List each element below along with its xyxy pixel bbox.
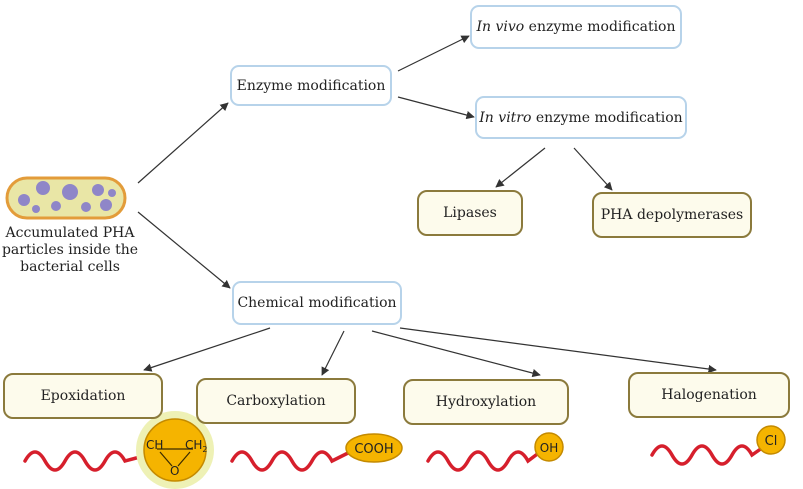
arrow-source-to-chemical (137, 211, 231, 289)
epoxide-ch2-text: CH2 (185, 438, 208, 454)
pha-depolymerases-node: PHA depolymerases (592, 192, 752, 238)
arrow-chemical-to-halogenation (399, 327, 717, 374)
epoxidation-node: Epoxidation (3, 373, 163, 419)
carboxyl-group-icon: COOH (345, 433, 403, 463)
hydroxylation-node: Hydroxylation (403, 379, 569, 425)
source-caption: Accumulated PHA particles inside the bac… (1, 225, 139, 275)
enzyme-modification-node: Enzyme modification (230, 65, 392, 106)
epoxide-ch-text: CH (146, 438, 163, 452)
chemical-modification-node: Chemical modification (232, 281, 402, 325)
polymer-chain-carboxylation (230, 450, 352, 472)
hydroxyl-group-icon: OH (534, 432, 564, 462)
epoxide-group-icon: CH CH2 O (136, 411, 214, 489)
carboxylation-node: Carboxylation (196, 378, 356, 424)
epoxide-o-text: O (170, 464, 179, 478)
arrow-chemical-to-epoxidation (143, 327, 271, 372)
hydroxyl-text: OH (540, 441, 558, 455)
arrow-source-to-enzyme (137, 102, 229, 184)
bacterial-cell-icon (5, 176, 127, 220)
arrow-invitro-to-depolymerases (573, 147, 613, 191)
in-vitro-node: In vitro enzyme modification (475, 96, 687, 139)
halogen-text: Cl (765, 434, 778, 449)
polymer-chain-hydroxylation (426, 450, 542, 472)
arrow-chemical-to-hydroxylation (371, 330, 541, 378)
arrow-chemical-to-carboxylation (321, 330, 345, 376)
in-vivo-node: In vivo enzyme modification (470, 5, 682, 49)
lipases-node: Lipases (417, 190, 523, 236)
polymer-chain-epoxidation (23, 450, 142, 472)
polymer-chain-halogenation (650, 444, 764, 466)
halogenation-node: Halogenation (628, 372, 790, 418)
arrow-enzyme-to-invivo (397, 35, 470, 72)
arrow-enzyme-to-invitro (397, 96, 475, 120)
arrow-invitro-to-lipases (495, 147, 546, 188)
halogen-group-icon: Cl (756, 425, 786, 455)
carboxyl-text: COOH (354, 442, 393, 457)
